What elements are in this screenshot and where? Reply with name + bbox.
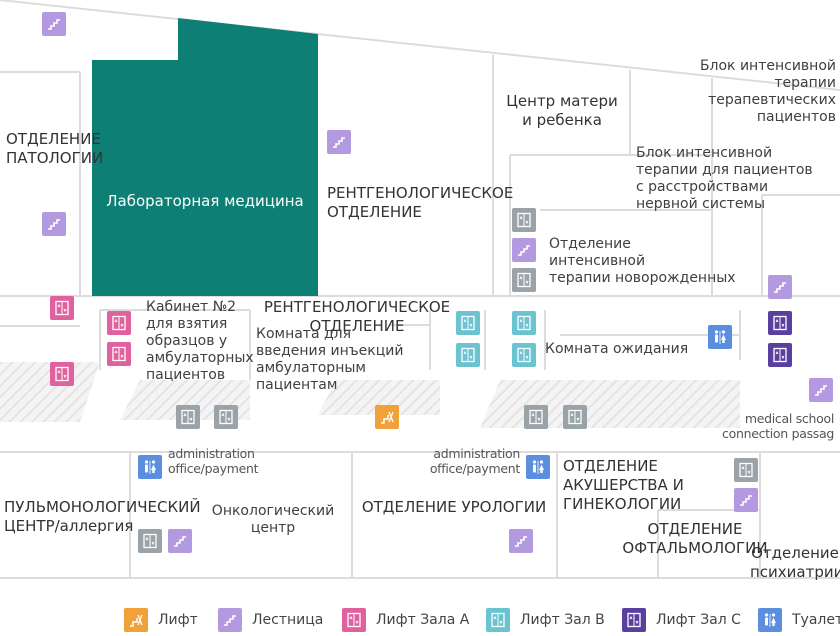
legend-label: Лифт Зала A: [376, 612, 470, 628]
service-elevator-icon[interactable]: [524, 405, 548, 429]
service-elevator-icon[interactable]: [176, 405, 200, 429]
elevator-c-icon: [622, 608, 646, 632]
room-oncology[interactable]: Онкологический центр: [211, 503, 335, 536]
elevator-b-icon[interactable]: [456, 343, 480, 367]
lab-medicine-room: [92, 18, 318, 296]
legend-label: Лифт: [158, 612, 198, 628]
elevator-a-icon[interactable]: [50, 296, 74, 320]
admin-office-right[interactable]: administration office/payment: [429, 446, 520, 476]
toilet-icon: [758, 608, 782, 632]
room-nicu[interactable]: Отделение интенсивной терапии новорожден…: [549, 236, 736, 286]
legend-item-elevator-a: Лифт Зала A: [342, 608, 469, 632]
room-sample[interactable]: Кабинет №2 для взятия образцов у амбулат…: [146, 299, 254, 383]
toilet-icon[interactable]: [526, 455, 550, 479]
service-elevator-icon[interactable]: [734, 458, 758, 482]
walls: [0, 0, 840, 579]
room-psychiatry[interactable]: Отделение психиатрии: [750, 544, 840, 581]
room-injection[interactable]: Комната для введения инъекций амбулаторн…: [256, 326, 404, 393]
elevator-b-icon: [486, 608, 510, 632]
legend-item-stairs: Лестница: [218, 608, 323, 632]
elevator-a-icon[interactable]: [107, 342, 131, 366]
service-elevator-icon[interactable]: [138, 529, 162, 553]
elevator-icon[interactable]: [375, 405, 399, 429]
elevator-b-icon[interactable]: [456, 311, 480, 335]
stairs-icon[interactable]: [734, 488, 758, 512]
elevator-a-icon: [342, 608, 366, 632]
room-pulmonology[interactable]: ПУЛЬМОНОЛОГИЧЕСКИЙ ЦЕНТР/аллергия: [4, 498, 201, 535]
elevator-c-icon[interactable]: [768, 343, 792, 367]
elevator-a-icon[interactable]: [50, 362, 74, 386]
room-pathology[interactable]: ОТДЕЛЕНИЕ ПАТОЛОГИИ: [6, 130, 104, 167]
legend-label: Лифт Зал C: [656, 612, 741, 628]
admin-office-left[interactable]: administration office/payment: [168, 446, 259, 476]
medical-school-passage[interactable]: medical school connection passag: [722, 411, 834, 441]
elevator-c-icon[interactable]: [768, 311, 792, 335]
stairs-icon[interactable]: [768, 275, 792, 299]
legend-label: Туалет: [792, 612, 840, 628]
legend-item-toilet: Туалет: [758, 608, 840, 632]
room-obstetrics[interactable]: ОТДЕЛЕНИЕ АКУШЕРСТВА И ГИНЕКОЛОГИИ: [563, 457, 684, 513]
room-urology[interactable]: ОТДЕЛЕНИЕ УРОЛОГИИ: [361, 498, 547, 516]
service-elevator-icon[interactable]: [512, 208, 536, 232]
room-mother-child[interactable]: Центр матери и ребенка: [506, 92, 618, 129]
legend-item-elevator-c: Лифт Зал C: [622, 608, 741, 632]
stairs-icon[interactable]: [327, 130, 351, 154]
elevator-b-icon[interactable]: [512, 311, 536, 335]
service-elevator-icon[interactable]: [214, 405, 238, 429]
floor-plan: [0, 0, 840, 579]
stairs-icon[interactable]: [809, 378, 833, 402]
room-icu-neuro[interactable]: Блок интенсивной терапии для пациентов с…: [636, 145, 813, 212]
stairs-icon[interactable]: [512, 238, 536, 262]
service-elevator-icon[interactable]: [563, 405, 587, 429]
stairs-icon: [218, 608, 242, 632]
stairs-icon[interactable]: [42, 212, 66, 236]
elevator-icon: [124, 608, 148, 632]
room-radiology-top[interactable]: РЕНТГЕНОЛОГИЧЕСКОЕ ОТДЕЛЕНИЕ: [327, 184, 514, 221]
elevator-a-icon[interactable]: [107, 311, 131, 335]
toilet-icon[interactable]: [708, 325, 732, 349]
elevator-b-icon[interactable]: [512, 343, 536, 367]
room-icu-therapy[interactable]: Блок интенсивной терапии терапевтических…: [699, 58, 836, 125]
stairs-icon[interactable]: [509, 529, 533, 553]
legend-label: Лестница: [252, 612, 324, 628]
stairs-icon[interactable]: [42, 12, 66, 36]
toilet-icon[interactable]: [138, 455, 162, 479]
room-lab-medicine[interactable]: Лабораторная медицина: [106, 192, 304, 210]
stairs-icon[interactable]: [168, 529, 192, 553]
service-elevator-icon[interactable]: [512, 268, 536, 292]
room-waiting[interactable]: Комната ожидания: [545, 341, 689, 357]
legend-item-elevator-b: Лифт Зал B: [486, 608, 605, 632]
room-ophthalmology[interactable]: ОТДЕЛЕНИЕ ОФТАЛЬМОЛОГИИ: [622, 520, 768, 557]
legend-item-elevator: Лифт: [124, 608, 198, 632]
map-legend: Лифт Лестница Лифт Зала A Лифт Зал B Лиф…: [0, 608, 840, 636]
room-radiology-mid[interactable]: РЕНТГЕНОЛОГИЧЕСКОЕ ОТДЕЛЕНИЕ: [263, 298, 451, 335]
legend-label: Лифт Зал B: [520, 612, 605, 628]
